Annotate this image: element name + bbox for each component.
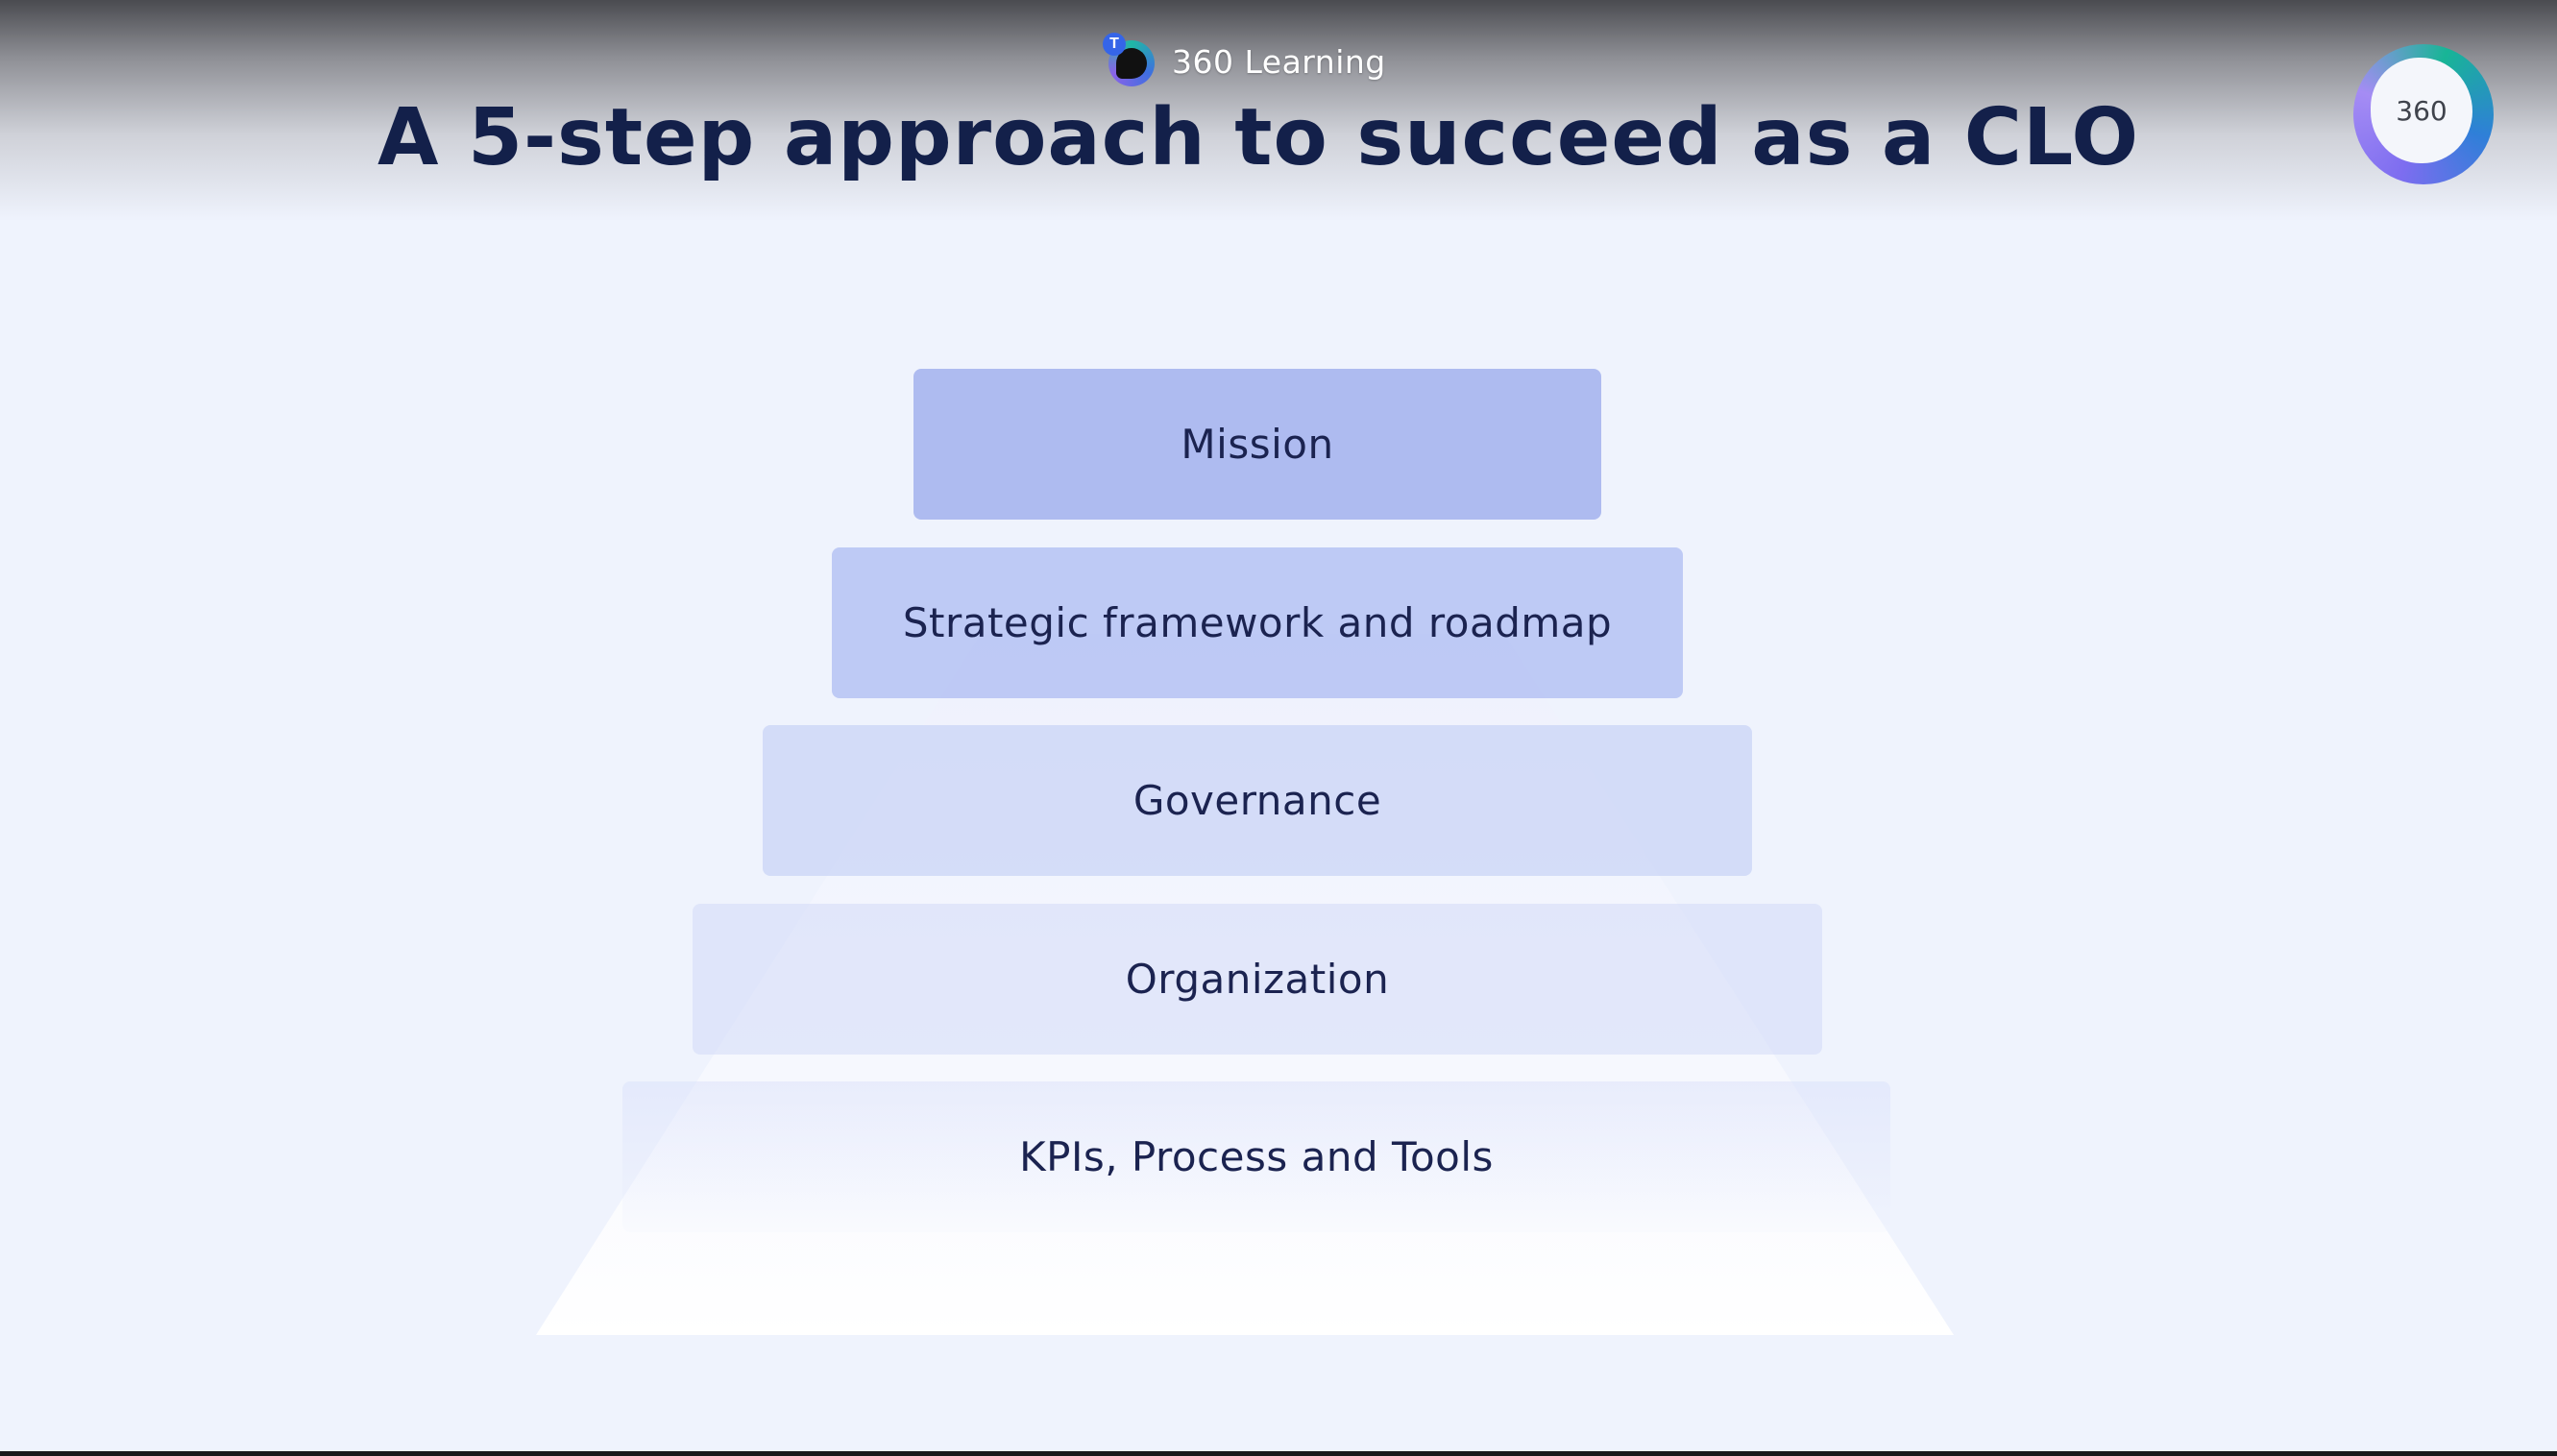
channel-header[interactable]: T 360 Learning bbox=[1103, 33, 1386, 90]
pyramid-step-mission: Mission bbox=[913, 369, 1601, 520]
corner-logo-icon: 360 bbox=[2353, 44, 2494, 184]
top-gradient-overlay bbox=[0, 0, 2557, 221]
pyramid-step-organization: Organization bbox=[693, 904, 1822, 1055]
channel-avatar[interactable]: T bbox=[1103, 33, 1158, 88]
bottom-divider bbox=[0, 1451, 2557, 1456]
page-title: A 5-step approach to succeed as a CLO bbox=[377, 92, 2140, 183]
channel-name[interactable]: 360 Learning bbox=[1172, 42, 1386, 81]
pyramid-step-strategic-framework: Strategic framework and roadmap bbox=[832, 547, 1683, 698]
pyramid-step-kpis-process-tools: KPIs, Process and Tools bbox=[622, 1081, 1890, 1232]
channel-badge: T bbox=[1103, 33, 1126, 56]
pyramid-step-governance: Governance bbox=[763, 725, 1752, 876]
corner-logo-text: 360 bbox=[2371, 58, 2472, 163]
